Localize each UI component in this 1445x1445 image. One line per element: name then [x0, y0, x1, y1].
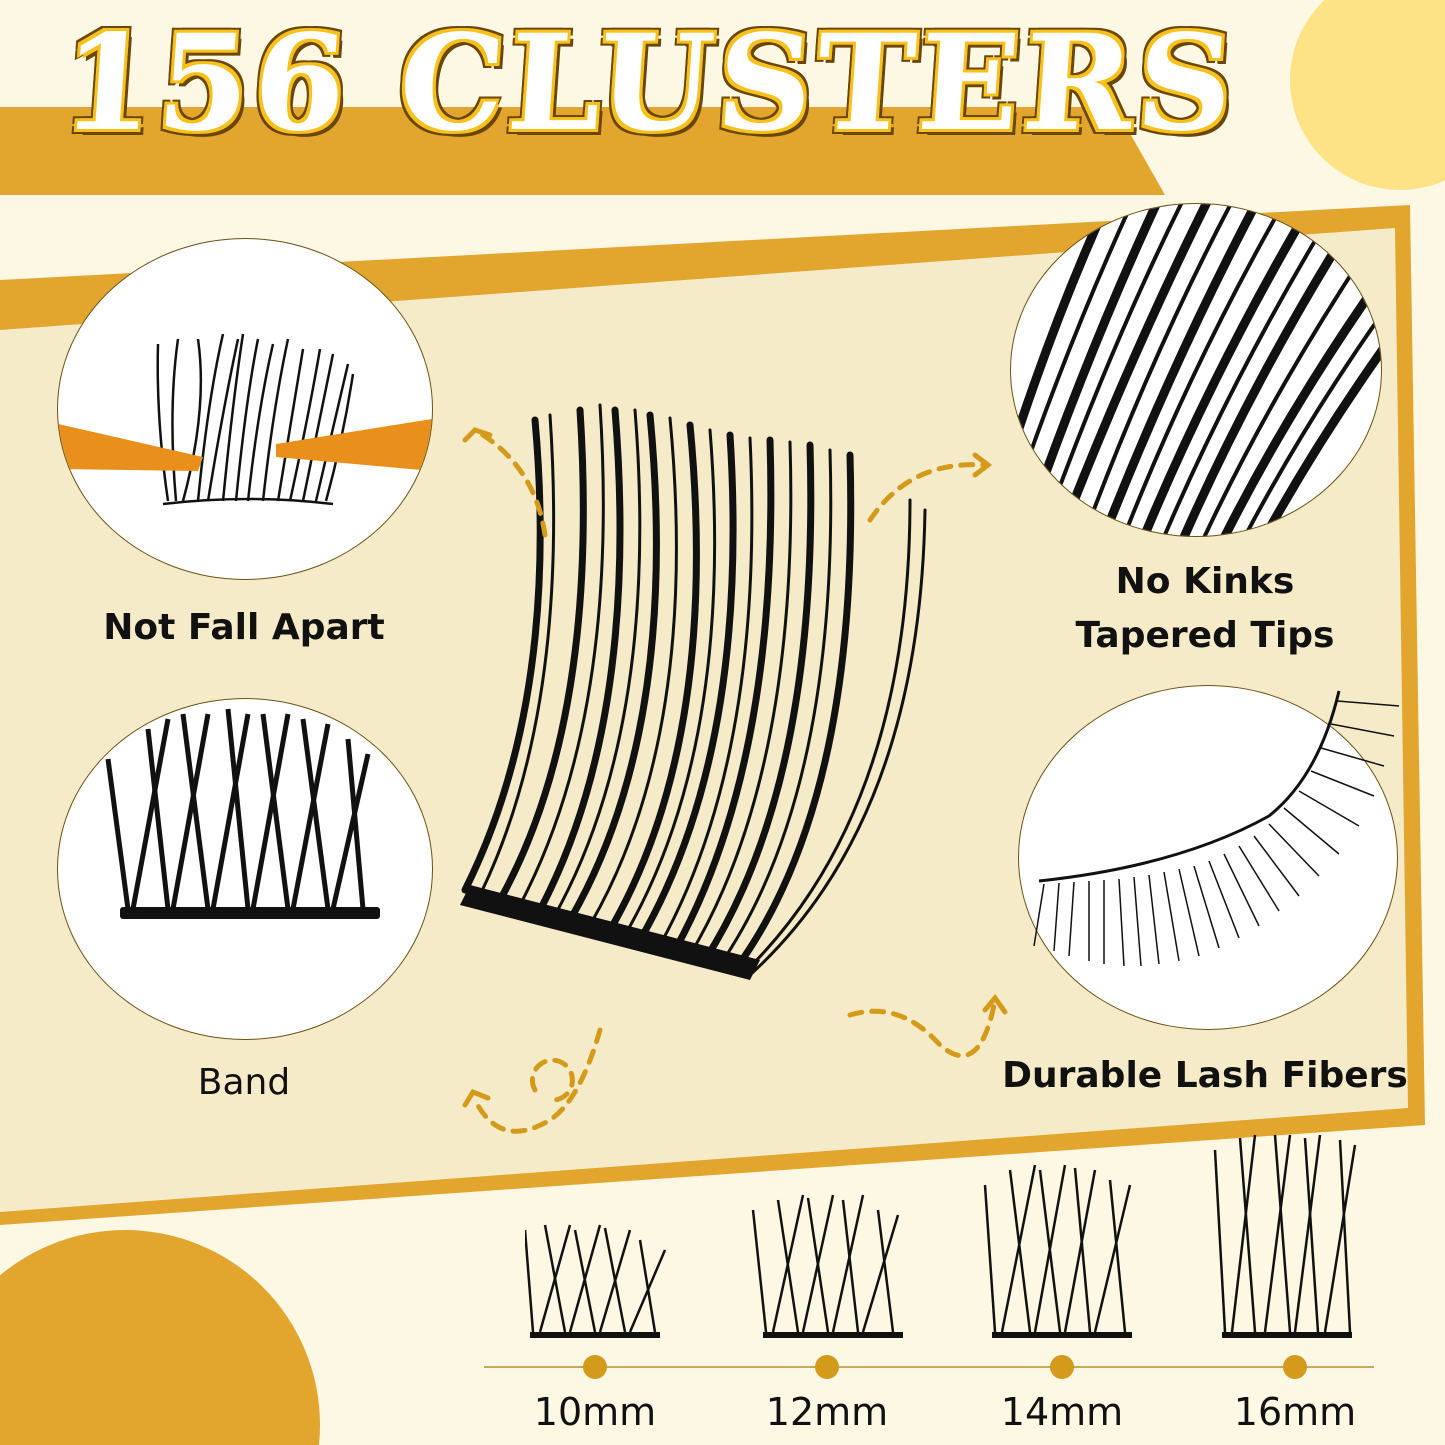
feature-label-no-kinks-line2: Tapered Tips [1075, 615, 1335, 656]
length-dot-14mm [1050, 1355, 1074, 1379]
feature-label-no-kinks: No Kinks Tapered Tips [1010, 555, 1400, 663]
lash-cluster-16mm-icon [1213, 1134, 1357, 1338]
center-lash-cluster-image [460, 403, 1008, 1134]
dashed-arrow-top-left [472, 427, 548, 538]
length-scale-line [484, 1366, 1374, 1368]
dashed-arrow-top-right [867, 462, 988, 523]
length-label-12mm: 12mm [765, 1390, 889, 1434]
feature-label-band: Band [197, 1062, 291, 1103]
feature-image-band [57, 698, 433, 1040]
dashed-arrow-bottom-left [472, 1027, 603, 1134]
lash-cluster-10mm-icon [525, 1224, 667, 1338]
dashed-arrows [472, 427, 998, 1134]
feature-image-durable-fibers [1018, 685, 1400, 1030]
lash-fibers-closeup-icon [1011, 204, 1381, 536]
length-dot-12mm [815, 1355, 839, 1379]
tweezers-lash-icon [58, 333, 432, 506]
corner-circle-top-right [1290, 0, 1445, 190]
length-label-10mm: 10mm [533, 1390, 657, 1434]
feature-image-not-fall-apart [57, 238, 433, 580]
feature-image-no-kinks [1010, 203, 1382, 537]
lash-band-icon [105, 708, 380, 919]
feature-label-no-kinks-line1: No Kinks [1115, 561, 1295, 602]
feature-label-not-fall-apart: Not Fall Apart [103, 607, 385, 648]
lash-cluster-14mm-icon [983, 1164, 1132, 1338]
length-label-14mm: 14mm [1000, 1390, 1124, 1434]
lash-cluster-12mm-icon [751, 1194, 903, 1338]
page-title: 156 CLUSTERS [55, 4, 1244, 163]
full-lash-strip-icon [1033, 690, 1400, 967]
dashed-arrow-bottom-right [847, 997, 998, 1059]
length-dot-10mm [583, 1355, 607, 1379]
feature-label-durable-fibers: Durable Lash Fibers [1002, 1055, 1408, 1096]
corner-circle-bottom-left [0, 1230, 320, 1445]
length-label-16mm: 16mm [1233, 1390, 1357, 1434]
header-banner [0, 107, 1165, 195]
length-dot-16mm [1283, 1355, 1307, 1379]
